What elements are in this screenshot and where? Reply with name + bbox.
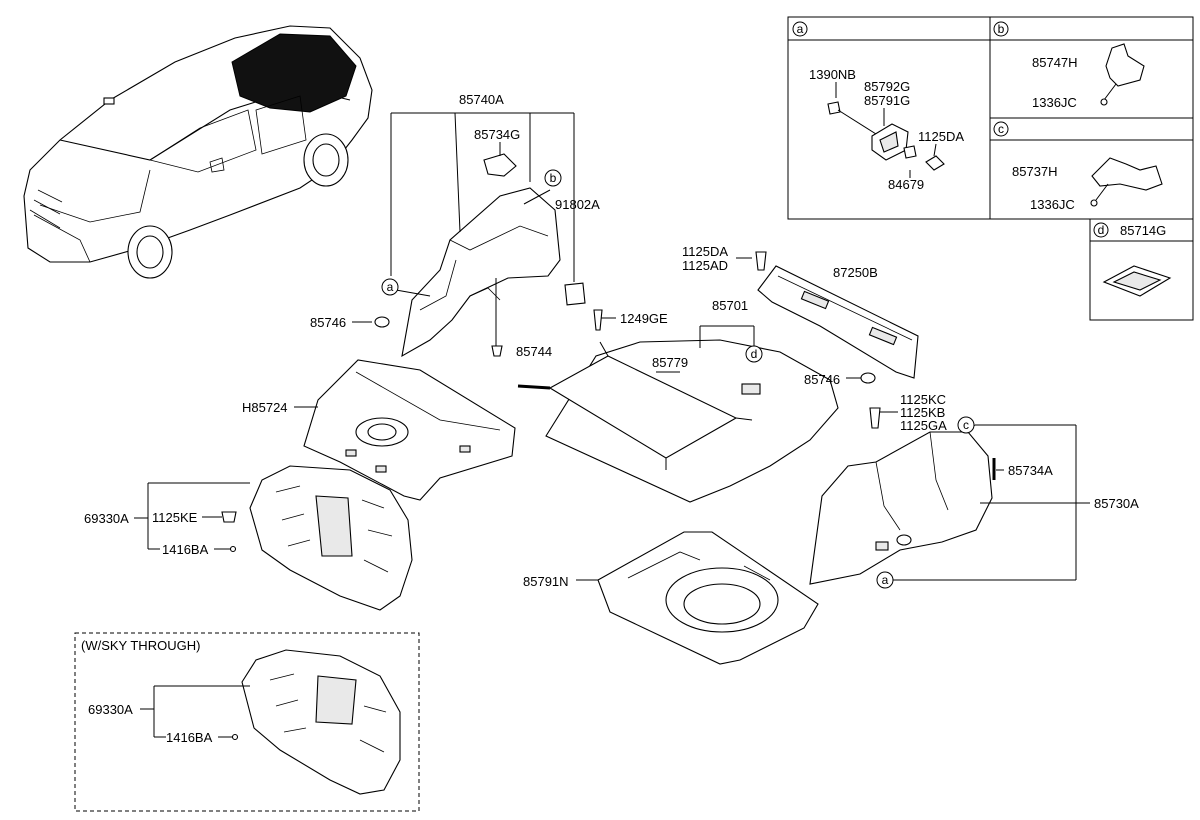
screw-1249GE <box>593 309 603 331</box>
label-85746-left: 85746 <box>310 315 346 330</box>
label-box-c-1336JC: 1336JC <box>1030 197 1075 212</box>
box-header-b: b <box>993 21 1009 37</box>
label-85791N: 85791N <box>523 574 569 589</box>
callout-a-right-letter: a <box>882 573 889 587</box>
label-85701: 85701 <box>712 298 748 313</box>
panel-69330A-top <box>249 465 413 611</box>
label-box-d-85714G: 85714G <box>1120 223 1166 238</box>
right-trunk-trim-85730A <box>809 431 996 585</box>
label-1125GA: 1125GA <box>900 418 947 433</box>
box-header-a: a <box>792 21 808 37</box>
detail-box-b <box>989 16 1194 119</box>
package-tray-H85724 <box>303 359 516 501</box>
sill-trim-87250B <box>757 265 919 379</box>
tonneau-cover-85779 <box>517 341 753 470</box>
callout-d-letter: d <box>751 347 758 361</box>
detail-box-d <box>1089 218 1194 321</box>
label-1125KE: 1125KE <box>152 510 198 525</box>
box-header-d: d <box>1093 222 1109 238</box>
label-1125DA-top: 1125DA <box>682 244 728 259</box>
clip-85746-left <box>374 316 390 328</box>
label-1125AD: 1125AD <box>682 258 728 273</box>
box-header-c-letter: c <box>998 122 1004 136</box>
leader-91802A <box>523 189 551 205</box>
label-85746-right: 85746 <box>804 372 840 387</box>
label-box-a-85792G: 85792G <box>864 79 910 94</box>
callout-a-right: a <box>876 571 894 589</box>
bolt-1125DA-top <box>755 251 767 271</box>
callout-a-left: a <box>381 278 399 296</box>
label-1416BA-top: 1416BA <box>162 542 209 557</box>
callout-a-left-letter: a <box>387 280 394 294</box>
leader-a-left <box>395 289 431 297</box>
label-85744: 85744 <box>516 344 552 359</box>
label-1125KC: 1125KC <box>900 392 946 407</box>
box-header-c: c <box>993 121 1009 137</box>
label-box-b-85747H: 85747H <box>1032 55 1078 70</box>
label-85730A: 85730A <box>1094 496 1139 511</box>
label-box-b-1336JC: 1336JC <box>1032 95 1077 110</box>
detail-c-parts <box>1090 157 1163 207</box>
label-box-a-85791G: 85791G <box>864 93 910 108</box>
label-69330A-bottom: 69330A <box>88 702 133 717</box>
callout-b: b <box>544 169 562 187</box>
label-1249GE: 1249GE <box>620 311 668 326</box>
sky-through-box <box>74 632 420 812</box>
label-box-a-1125DA: 1125DA <box>918 129 964 144</box>
detail-a-parts <box>827 82 945 178</box>
detail-b-parts <box>1100 43 1145 106</box>
left-trunk-trim-85740A <box>401 153 586 358</box>
label-1125KB: 1125KB <box>900 405 945 420</box>
trunk-tray-85791N <box>597 531 819 665</box>
label-H85724: H85724 <box>242 400 288 415</box>
clip-1416BA-bottom <box>231 733 239 741</box>
label-1416BA-bottom: 1416BA <box>166 730 213 745</box>
label-85734G: 85734G <box>474 127 520 142</box>
label-85734A: 85734A <box>1008 463 1053 478</box>
callout-c-right: c <box>957 416 975 434</box>
callout-d: d <box>745 345 763 363</box>
label-69330A-top: 69330A <box>84 511 129 526</box>
leader-85740A-a <box>454 112 461 233</box>
label-87250B: 87250B <box>833 265 878 280</box>
box-header-a-letter: a <box>797 22 804 36</box>
box-header-b-letter: b <box>998 22 1005 36</box>
car-illustration <box>23 25 373 279</box>
label-85779: 85779 <box>652 355 688 370</box>
detail-d-parts <box>1102 265 1172 297</box>
label-sky-through: (W/SKY THROUGH) <box>81 638 200 653</box>
bolt-1125KE <box>221 511 237 523</box>
box-header-d-letter: d <box>1098 223 1105 237</box>
label-91802A: 91802A <box>555 197 600 212</box>
label-box-a-84679: 84679 <box>888 177 924 192</box>
panel-69330A-bottom <box>241 649 401 795</box>
label-85740A: 85740A <box>459 92 504 107</box>
callout-c-right-letter: c <box>963 418 969 432</box>
bolt-1125KC <box>869 407 881 429</box>
clip-85744 <box>491 345 503 357</box>
label-box-c-85737H: 85737H <box>1012 164 1058 179</box>
callout-b-letter: b <box>550 171 557 185</box>
clip-1416BA-top <box>229 545 237 553</box>
label-box-a-1390NB: 1390NB <box>809 67 856 82</box>
clip-85746-right <box>860 372 876 384</box>
